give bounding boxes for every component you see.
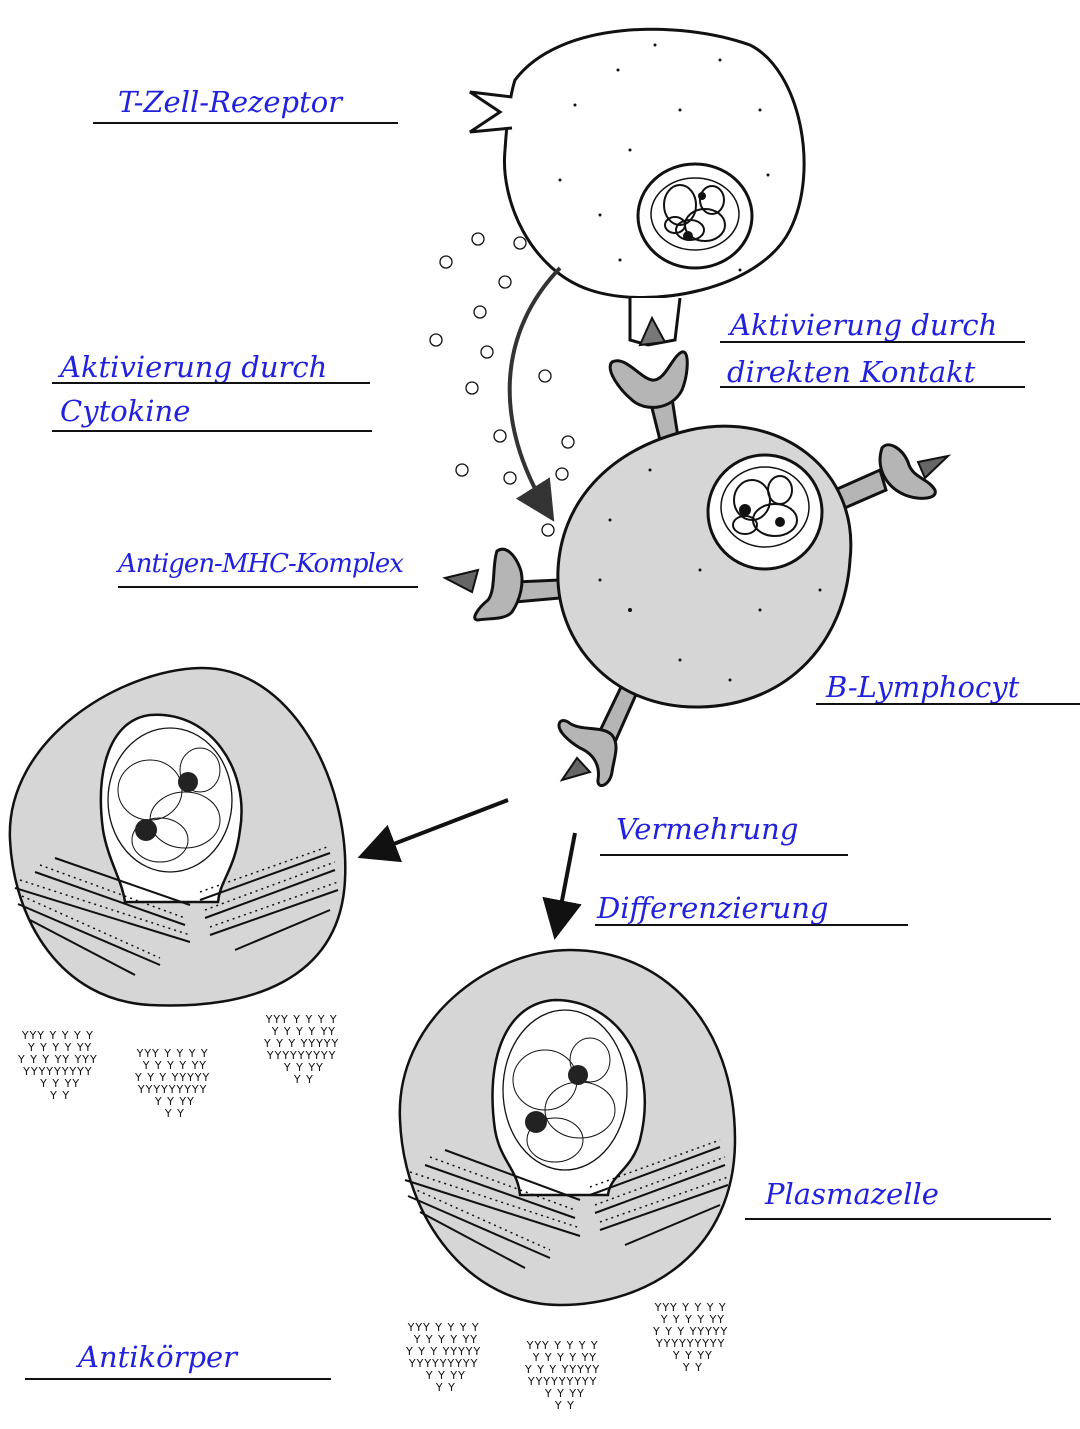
cytokine-activation-line-2 <box>52 430 372 432</box>
antibody-cluster-4: YYY Y Y Y Y Y Y Y Y YY Y Y Y YYYYY YYYYY… <box>406 1322 481 1394</box>
antigen-mhc-line <box>118 586 418 588</box>
cytokine-arrow <box>510 268 560 515</box>
contact-activation-label-1: Aktivierung durch <box>730 308 997 342</box>
antibody-line <box>25 1378 331 1380</box>
cytokine-activation-label-2: Cytokine <box>60 394 190 428</box>
proliferation-arrow-left <box>365 800 508 855</box>
differentiation-arrow-down <box>556 833 575 932</box>
antibody-cluster-2: YYY Y Y Y Y Y Y Y Y YY Y Y Y YYYYY YYYYY… <box>135 1048 210 1120</box>
differentiation-label: Differenzierung <box>597 891 828 925</box>
contact-activation-line-2 <box>720 386 1025 388</box>
plasma-cell-right <box>400 950 735 1305</box>
t-cell-receptor-label: T-Zell-Rezeptor <box>118 85 342 119</box>
plasma-cell-line <box>745 1218 1051 1220</box>
contact-activation-label-2: direkten Kontakt <box>727 355 975 389</box>
t-cell-receptor-icon <box>470 92 512 132</box>
contact-activation-line-1 <box>720 341 1025 343</box>
t-cell-receptor-line <box>93 122 398 124</box>
b-lymphocyte-line <box>816 703 1080 705</box>
cytokine-activation-line-1 <box>52 382 370 384</box>
cytokine-activation-label-1: Aktivierung durch <box>60 350 327 384</box>
proliferation-line <box>600 854 848 856</box>
t-cell-bottom-receptor <box>630 298 680 345</box>
antibody-cluster-5: YYY Y Y Y Y Y Y Y Y YY Y Y Y YYYYY YYYYY… <box>525 1340 600 1412</box>
differentiation-line <box>595 924 908 926</box>
b-lymphocyte-label: B-Lymphocyt <box>826 670 1019 704</box>
b-cell-nucleus-icon <box>708 455 822 569</box>
antigen-mhc-label: Antigen-MHC-Komplex <box>118 547 403 581</box>
plasma-cell-label: Plasmazelle <box>765 1177 939 1211</box>
plasma-cell-left <box>10 668 345 1006</box>
t-cell <box>470 29 804 345</box>
antibody-cluster-3: YYY Y Y Y Y Y Y Y Y YY Y Y Y YYYYY YYYYY… <box>264 1014 339 1086</box>
antibody-cluster-1: YYY Y Y Y Y Y Y Y Y YY Y Y Y YY YYY YYYY… <box>18 1030 98 1102</box>
t-cell-nucleus-icon <box>638 164 752 268</box>
b-lymphocyte <box>445 352 948 786</box>
proliferation-label: Vermehrung <box>616 812 798 846</box>
antibody-cluster-6: YYY Y Y Y Y Y Y Y Y YY Y Y Y YYYYY YYYYY… <box>653 1302 728 1374</box>
antibody-label: Antikörper <box>78 1340 237 1374</box>
